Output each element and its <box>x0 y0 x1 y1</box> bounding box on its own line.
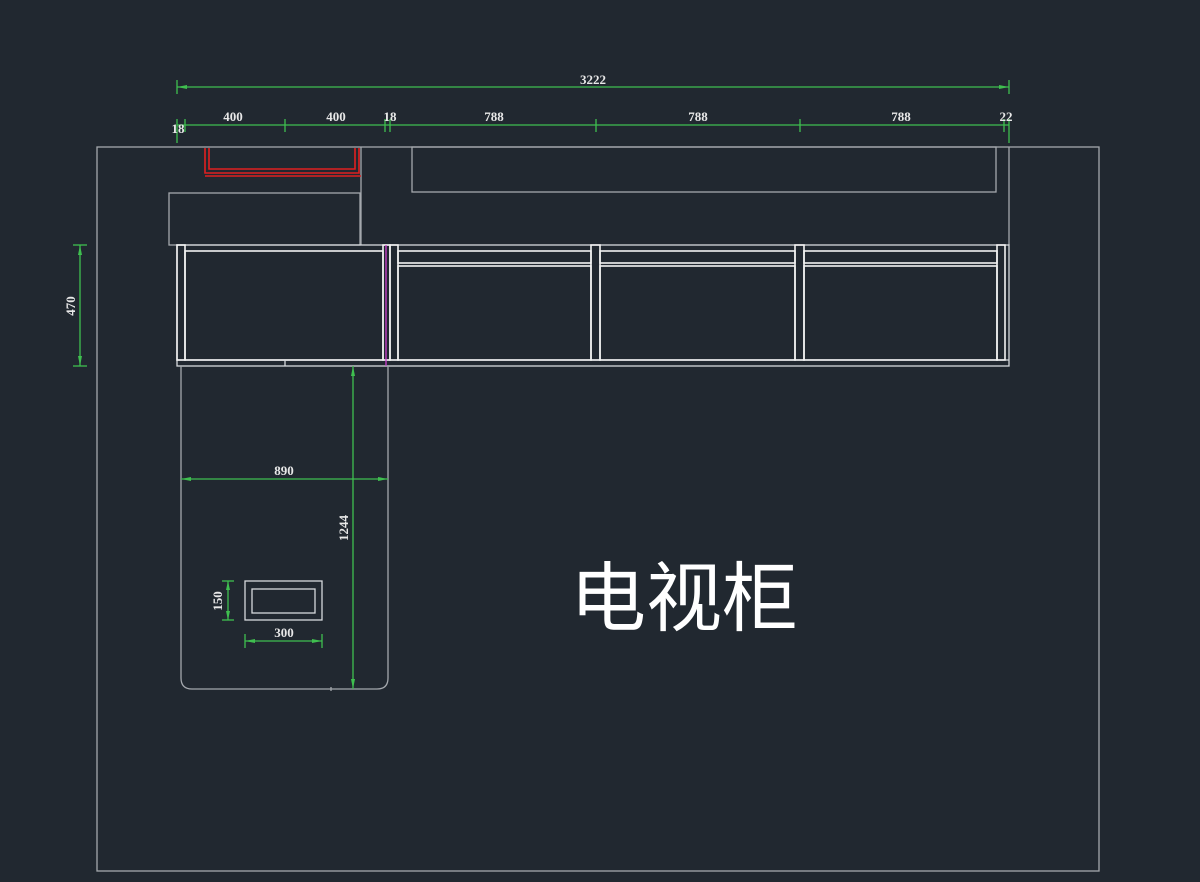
dim-cutout-width: 300 <box>244 625 323 648</box>
dim-label-seg-2: 400 <box>223 109 243 124</box>
dim-depth: 470 <box>63 244 87 367</box>
dim-label-peninsula-length: 1244 <box>336 515 351 542</box>
dim-cutout-height: 150 <box>210 580 234 621</box>
dim-label-seg-4: 18 <box>384 109 398 124</box>
peninsula-outline <box>180 366 389 690</box>
cabinet-row <box>176 244 1010 367</box>
room-outline <box>96 146 1100 872</box>
dim-label-overall: 3222 <box>580 72 606 87</box>
dim-label-seg-1: 18 <box>172 121 186 136</box>
peninsula-cutout <box>244 580 323 621</box>
dim-peninsula-length: 1244 <box>336 366 355 689</box>
dim-label-depth: 470 <box>63 296 78 316</box>
dim-label-cutout-width: 300 <box>274 625 294 640</box>
dim-peninsula-width: 890 <box>181 463 388 481</box>
dim-top-segments: 18 400 400 18 788 788 788 22 <box>172 109 1013 143</box>
dim-overall-width: 3222 <box>176 72 1010 94</box>
drawing-title: 电视柜 <box>570 554 798 643</box>
dim-label-seg-5: 788 <box>484 109 504 124</box>
dim-label-seg-8: 22 <box>1000 109 1013 124</box>
red-fixture <box>204 148 361 177</box>
dim-label-cutout-height: 150 <box>210 591 225 611</box>
dim-label-seg-6: 788 <box>688 109 708 124</box>
dim-label-seg-3: 400 <box>326 109 346 124</box>
dim-label-seg-7: 788 <box>891 109 911 124</box>
back-shelf-outline <box>411 146 997 193</box>
left-upper-block <box>168 192 361 246</box>
dim-label-peninsula-width: 890 <box>274 463 294 478</box>
